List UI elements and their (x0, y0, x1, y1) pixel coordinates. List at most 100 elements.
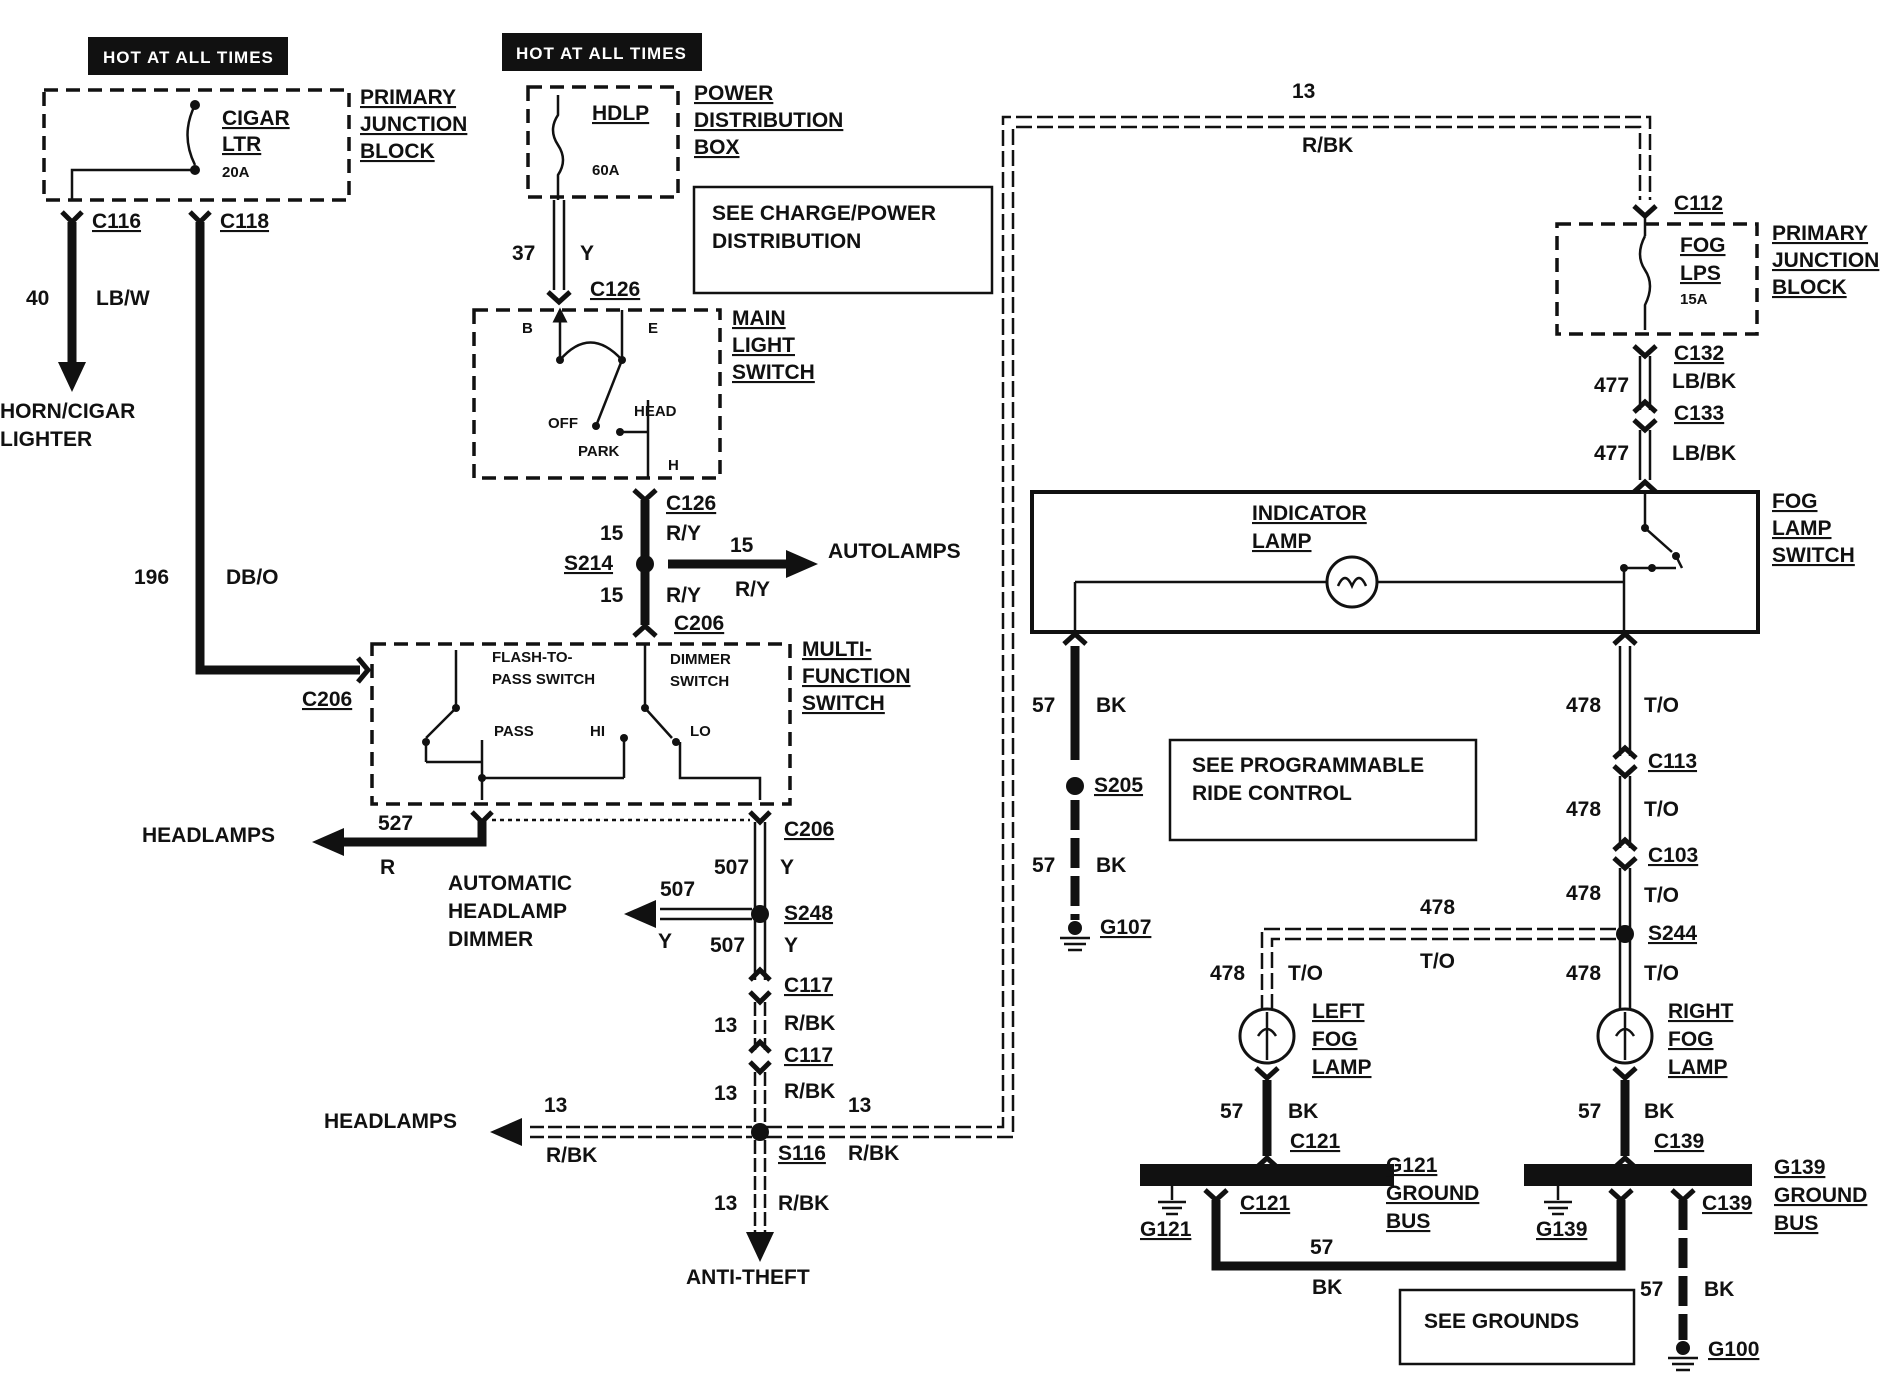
connector-c118: C118 (220, 210, 269, 233)
cigar-fuse: CIGAR LTR 20A (70, 100, 290, 200)
wire-478-num-b: 478 (1566, 798, 1601, 821)
cigar-fuse-rating: 20A (222, 164, 250, 181)
wire-15-num-a: 15 (600, 522, 624, 545)
term-pass: PASS (494, 723, 534, 740)
pdb-title-2: DISTRIBUTION (694, 109, 843, 132)
see-programmable-label-1: SEE PROGRAMMABLE (1192, 754, 1424, 777)
fls-title-3: SWITCH (1772, 544, 1855, 567)
term-hi: HI (590, 723, 605, 740)
ground-g107-label: G107 (1100, 916, 1151, 939)
pdb-title-3: BOX (694, 136, 740, 159)
ahd-label-3: DIMMER (448, 928, 533, 951)
wire-478-num-d: 478 (1420, 896, 1455, 919)
wire-507-num-a: 507 (714, 856, 749, 879)
wire-37-num: 37 (512, 242, 535, 265)
wire-477-color-b: LB/BK (1672, 442, 1736, 465)
g139-bus-label-1: G139 (1774, 1156, 1825, 1179)
fls-title-1: FOG (1772, 490, 1818, 513)
splice-s214 (636, 555, 654, 573)
wire-15-color-a: R/Y (666, 522, 701, 545)
splice-s248-label: S248 (784, 902, 833, 925)
pdb-title-1: POWER (694, 82, 773, 105)
left-fog-lamp-label-1: LEFT (1312, 1000, 1365, 1023)
wire-57-color-c: BK (1288, 1100, 1318, 1123)
connector-c126-top: C126 (590, 278, 640, 301)
mls-title-3: SWITCH (732, 361, 815, 384)
wire-507-num-c: 507 (710, 934, 745, 957)
cigar-fuse-label: CIGAR (222, 107, 290, 130)
splice-s116-label: S116 (778, 1142, 826, 1165)
wire-57-color-e: BK (1312, 1276, 1342, 1299)
wire-478-color-a: T/O (1644, 694, 1679, 717)
hdlp-fuse-rating: 60A (592, 162, 620, 179)
mfs-title-1: MULTI- (802, 638, 872, 661)
g121-bus-label-3: BUS (1386, 1210, 1430, 1233)
wire-57-color-d: BK (1644, 1100, 1674, 1123)
fog-fuse-label: FOG (1680, 234, 1726, 257)
see-programmable-label-2: RIDE CONTROL (1192, 782, 1352, 805)
headlamps-bottom-label: HEADLAMPS (324, 1110, 457, 1133)
wire-57-num-e: 57 (1310, 1236, 1333, 1259)
ahd-label-1: AUTOMATIC (448, 872, 572, 895)
mfs-title-3: SWITCH (802, 692, 885, 715)
wire-15-num-b: 15 (730, 534, 754, 557)
wire-57-num-b: 57 (1032, 854, 1055, 877)
connector-c103: C103 (1648, 844, 1698, 867)
wire-507-num-b: 507 (660, 878, 695, 901)
term-off: OFF (548, 415, 578, 432)
left-fog-lamp-label-2: FOG (1312, 1028, 1358, 1051)
wire-478-color-d: T/O (1420, 950, 1455, 973)
connector-c116: C116 (92, 210, 141, 233)
wire-57-color-a: BK (1096, 694, 1126, 717)
term-e: E (648, 320, 658, 337)
multi-function-switch-outline (370, 642, 792, 806)
see-programmable-box (1168, 738, 1478, 842)
connector-c139-top: C139 (1654, 1130, 1704, 1153)
wire-13-color-d: R/BK (848, 1142, 899, 1165)
see-charge-label-2: DISTRIBUTION (712, 230, 861, 253)
cigar-fuse-label-2: LTR (222, 133, 261, 156)
wire-477-color-a: LB/BK (1672, 370, 1736, 393)
term-lo: LO (690, 723, 711, 740)
term-park: PARK (578, 443, 620, 460)
ground-g121-label: G121 (1140, 1218, 1192, 1241)
dimmer-switch-label-1: DIMMER (670, 651, 731, 668)
ground-g100-label: G100 (1708, 1338, 1759, 1361)
wire-13-num-c: 13 (544, 1094, 567, 1117)
primary-junction-block-right-outline (1555, 222, 1759, 336)
wire-477-num-b: 477 (1594, 442, 1629, 465)
fog-fuse-label-2: LPS (1680, 262, 1721, 285)
hot-at-all-times-left: HOT AT ALL TIMES (88, 37, 288, 75)
ground-g139-icon (1544, 1186, 1572, 1216)
wire-196 (195, 222, 360, 675)
wire-13-num-d: 13 (848, 1094, 871, 1117)
wire-527-num: 527 (378, 812, 413, 835)
wire-478-num-c: 478 (1566, 882, 1601, 905)
indicator-lamp-label-1: INDICATOR (1252, 502, 1367, 525)
wire-57-num-a: 57 (1032, 694, 1055, 717)
autolamps-label: AUTOLAMPS (828, 540, 961, 563)
right-fog-lamp-icon (1596, 1007, 1654, 1082)
pjb-left-title-3: BLOCK (360, 140, 435, 163)
splice-s248 (751, 905, 769, 923)
hdlp-fuse: HDLP 60A (551, 95, 649, 200)
wire-527-color: R (380, 856, 395, 879)
left-fog-lamp-label-3: LAMP (1312, 1056, 1372, 1079)
wire-57-color-f: BK (1704, 1278, 1734, 1301)
g121-bus-label-1: G121 (1386, 1154, 1438, 1177)
wire-478-color-f: T/O (1644, 962, 1679, 985)
wire-13-color-c: R/BK (546, 1144, 597, 1167)
g139-bus-label-2: GROUND (1774, 1184, 1867, 1207)
fog-fuse-rating: 15A (1680, 291, 1708, 308)
wire-15-color-c: R/Y (666, 584, 701, 607)
pjb-right-title-1: PRIMARY (1772, 222, 1868, 245)
wire-57-num-c: 57 (1220, 1100, 1243, 1123)
connector-c206-left: C206 (302, 688, 352, 711)
g121-bus-label-2: GROUND (1386, 1182, 1479, 1205)
hdlp-fuse-label: HDLP (592, 102, 649, 125)
splice-s244-label: S244 (1648, 922, 1697, 945)
splice-s244 (1616, 925, 1634, 943)
pjb-left-title-1: PRIMARY (360, 86, 456, 109)
wire-15-color-b: R/Y (735, 578, 770, 601)
flash-to-pass-label-1: FLASH-TO- (492, 649, 573, 666)
